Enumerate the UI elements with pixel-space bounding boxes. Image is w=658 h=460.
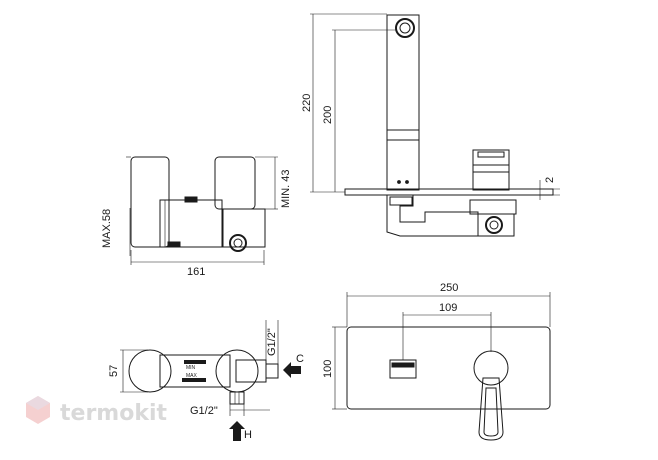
dim-max58: MAX.58 bbox=[101, 209, 113, 248]
left-knob bbox=[128, 349, 172, 393]
cover-plate bbox=[346, 326, 551, 410]
label-min: MIN bbox=[186, 365, 196, 371]
side-underbody bbox=[386, 195, 479, 237]
dim-min43: MIN. 43 bbox=[280, 169, 292, 208]
arrow-c-icon bbox=[283, 362, 301, 378]
side-handle bbox=[472, 149, 510, 191]
dim-250: 250 bbox=[440, 282, 458, 294]
side-port bbox=[485, 216, 503, 234]
watermark-logo-top bbox=[26, 396, 50, 410]
dim-161: 161 bbox=[187, 266, 205, 278]
spout-outlet bbox=[395, 18, 415, 38]
arrow-h-icon bbox=[229, 421, 245, 441]
watermark: termokit bbox=[26, 396, 167, 426]
lever-handle bbox=[478, 377, 504, 441]
port-h-label: H bbox=[244, 429, 252, 441]
watermark-text: termokit bbox=[60, 401, 167, 426]
dim-57: 57 bbox=[108, 365, 120, 377]
top-view bbox=[120, 320, 279, 416]
dim-g12-right: G1/2" bbox=[266, 328, 278, 356]
dim-g12-bottom: G1/2" bbox=[190, 405, 218, 417]
dim-100: 100 bbox=[322, 360, 334, 378]
right-knob bbox=[215, 349, 259, 393]
plate-view bbox=[332, 292, 551, 441]
right-handle bbox=[214, 156, 256, 210]
wall-plate bbox=[344, 188, 554, 196]
port-circle bbox=[229, 234, 247, 252]
label-max: MAX bbox=[186, 373, 198, 379]
left-handle bbox=[130, 156, 170, 248]
side-view bbox=[310, 13, 560, 237]
dim-200: 200 bbox=[322, 106, 334, 124]
front-view bbox=[126, 156, 278, 265]
spout bbox=[386, 14, 420, 191]
dim-109: 109 bbox=[439, 302, 457, 314]
dim-220: 220 bbox=[301, 94, 313, 112]
lever-base bbox=[473, 350, 509, 386]
dim-2: 2 bbox=[544, 177, 556, 183]
port-c-label: C bbox=[296, 353, 304, 365]
